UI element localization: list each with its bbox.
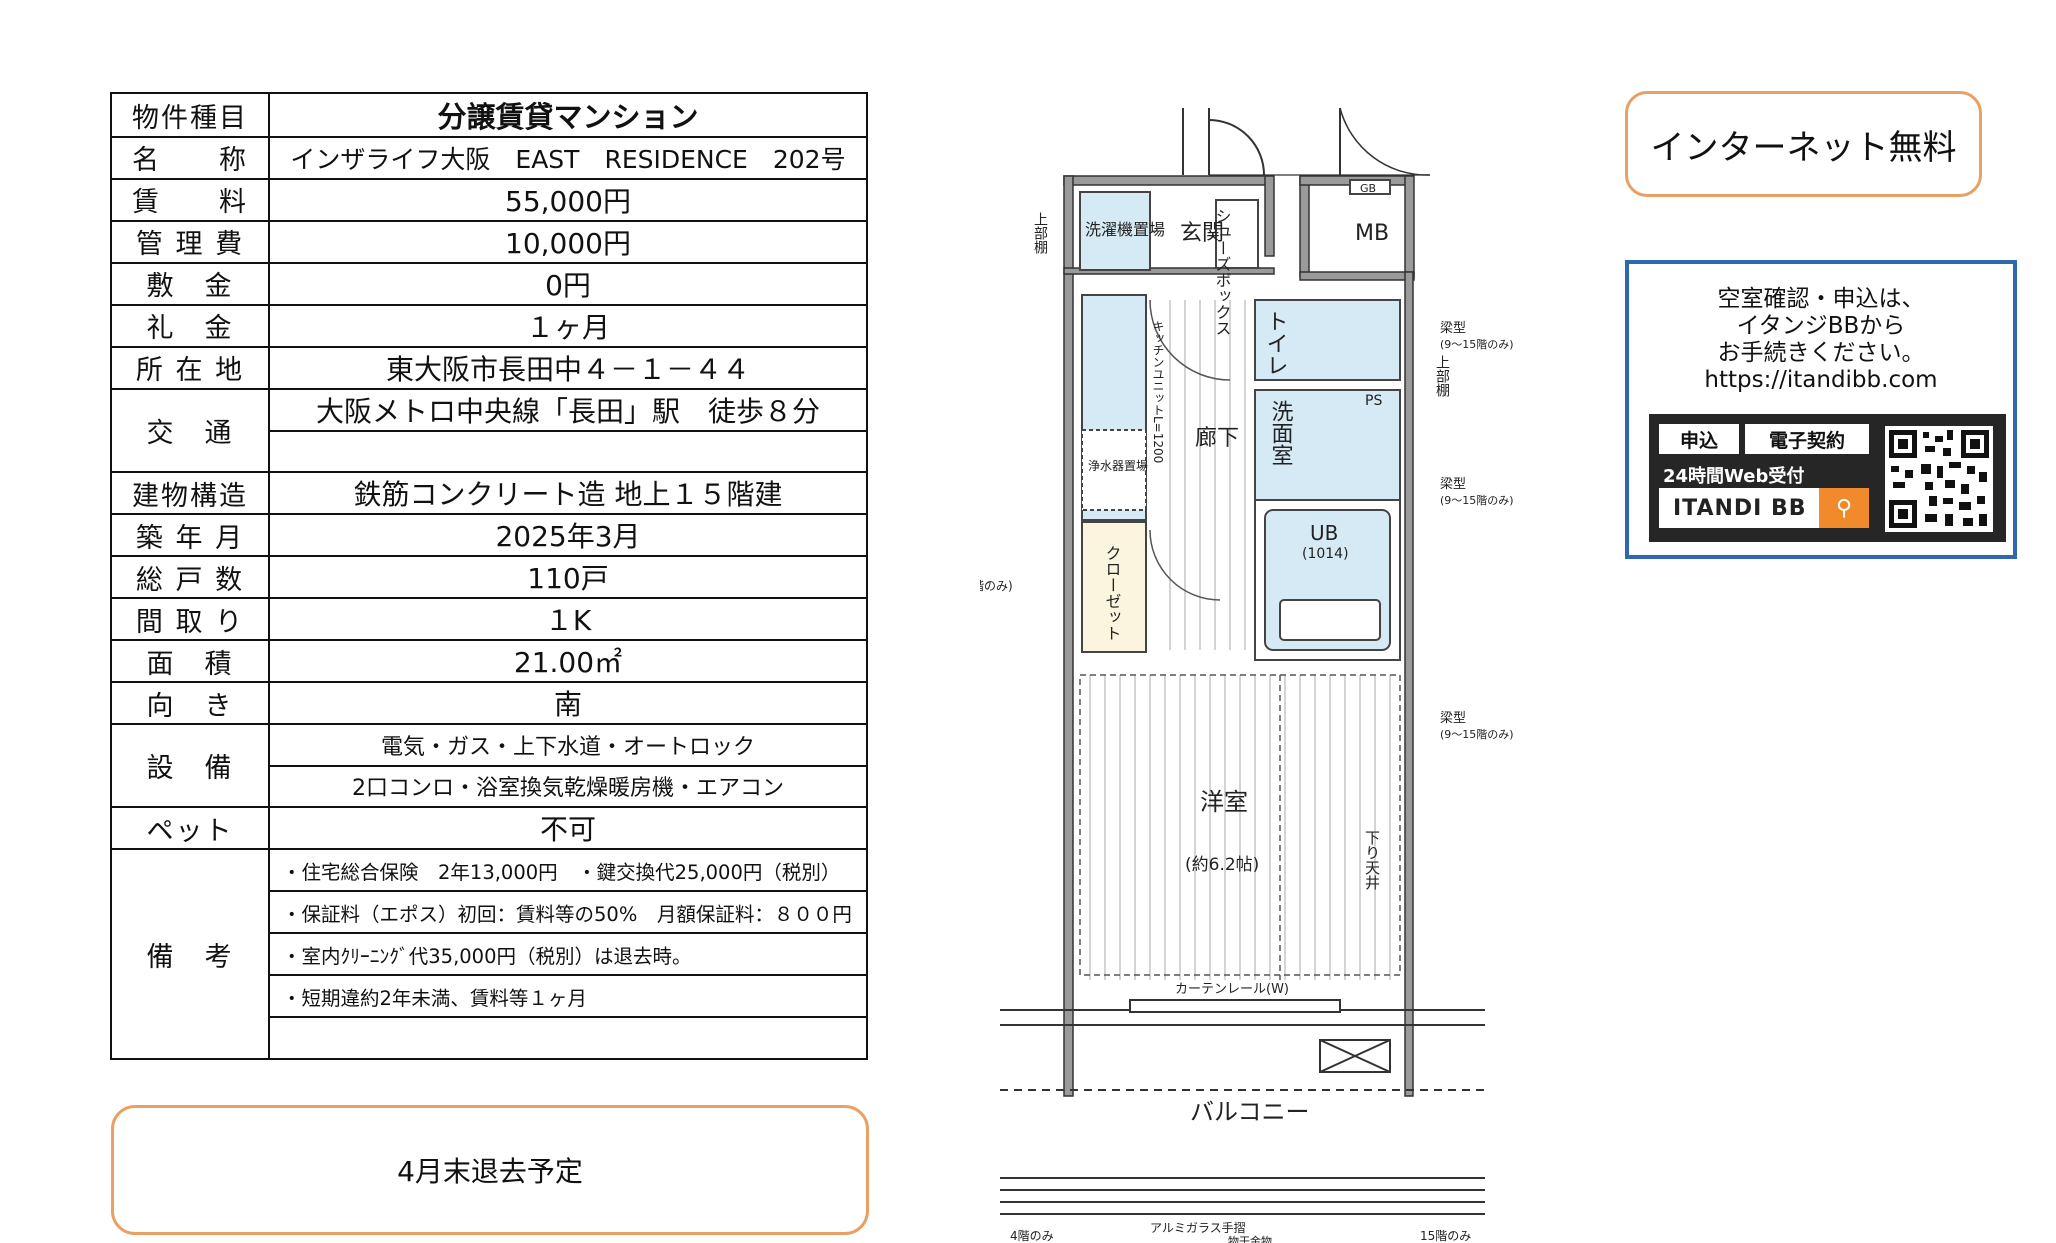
mb-label: MB: [1355, 221, 1389, 246]
lowered-ceiling-label: 下り天井: [1363, 830, 1381, 891]
note-line-3: ・室内ｸﾘｰﾆﾝｸﾞ代35,000円（税別）は退去時。: [268, 932, 868, 976]
pet-value: 不可: [268, 806, 868, 850]
shoebox-label: シューズボックス: [1213, 208, 1232, 336]
note-line-4: ・短期違約2年未満、賃料等１ヶ月: [268, 974, 868, 1018]
deposit-value: 0円: [268, 261, 868, 306]
kitchen-label: キッチンユニットL=1200: [1151, 320, 1165, 463]
structure-value: 鉄筋コンクリート造 地上１５階建: [268, 471, 868, 515]
beam-2-note: (9～15階のみ): [1440, 493, 1514, 507]
units-value: 110戸: [268, 555, 868, 599]
itandi-line-3: お手続きください。: [1717, 340, 1925, 366]
itandi-banner[interactable]: 申込 電子契約 24時間Web受付 ITANDI BB ⚲: [1649, 414, 2006, 542]
ps-label: PS: [1365, 393, 1382, 409]
move-out-note: 4月末退去予定: [111, 1105, 869, 1235]
move-out-text: 4月末退去予定: [397, 1155, 583, 1188]
internet-free-text: インターネット無料: [1650, 127, 1957, 168]
layout-label: 間 取 り: [110, 597, 270, 641]
beam-2-label: 梁型: [1440, 477, 1466, 492]
beam-3-label: 梁型: [1440, 711, 1466, 726]
address-value: 東大阪市長田中４－１－４４: [268, 345, 868, 390]
beam-1-note: (9～15階のみ): [1440, 337, 1514, 351]
keymoney-label: 礼 金: [110, 303, 270, 348]
address-label: 所 在 地: [110, 345, 270, 390]
handrail-label: アルミガラス手摺: [1150, 1220, 1246, 1235]
floor-4-note: 4階のみ: [1010, 1228, 1054, 1243]
left-floor-note: 階のみ): [980, 578, 1013, 593]
itandi-text: 空室確認・申込は、 イタンジBBから お手続きください。 https://ita…: [1629, 286, 2013, 394]
web-reception-text: 24時間Web受付: [1663, 466, 1805, 487]
note-line-2: ・保証料（エポス）初回：賃料等の50% 月額保証料：８００円: [268, 890, 868, 934]
room-label: 洋室: [1200, 788, 1248, 816]
facing-label: 向 き: [110, 681, 270, 725]
built-label: 築 年 月: [110, 513, 270, 557]
area-value: 21.00㎡: [268, 639, 868, 683]
toilet-label: トイレ: [1263, 310, 1288, 376]
corridor-label: 廊下: [1195, 426, 1239, 451]
property-spec-table: 物件種目分譲賃貸マンション 名 称インザライフ大阪 EAST RESIDENCE…: [110, 92, 868, 1060]
type-value: 分譲賃貸マンション: [268, 92, 868, 138]
curtain-rail-label: カーテンレール(W): [1175, 982, 1289, 997]
upper-shelf-right-label: 上部棚: [1434, 355, 1450, 397]
gb-label: GB: [1360, 182, 1376, 195]
floor-plan: 玄関 MB GB シューズボックス 洗濯機置場 上部棚 上部棚 トイレ 洗面室 …: [980, 107, 1514, 1243]
rent-value: 55,000円: [268, 177, 868, 222]
room-size-label: (約6.2帖): [1185, 855, 1259, 875]
itandi-line-2: イタンジBBから: [1736, 313, 1906, 339]
area-label: 面 積: [110, 639, 270, 683]
closet-label: クローゼット: [1103, 545, 1122, 641]
itandi-url[interactable]: https://itandibb.com: [1704, 367, 1938, 393]
deposit-label: 敷 金: [110, 261, 270, 306]
itandi-line-1: 空室確認・申込は、: [1717, 286, 1925, 312]
e-contract-tag: 電子契約: [1745, 424, 1869, 454]
itandi-box: 空室確認・申込は、 イタンジBBから お手続きください。 https://ita…: [1625, 260, 2017, 559]
apply-tag: 申込: [1659, 424, 1739, 454]
name-value: インザライフ大阪 EAST RESIDENCE 202号: [268, 136, 868, 180]
mgmt-value: 10,000円: [268, 219, 868, 264]
facing-value: 南: [268, 681, 868, 725]
washroom-label: 洗面室: [1268, 400, 1294, 466]
note-line-1: ・住宅総合保険 2年13,000円 ・鍵交換代25,000円（税別）: [268, 848, 868, 892]
layout-value: １K: [268, 597, 868, 641]
notes-label: 備 考: [110, 848, 270, 1060]
ub-size-label: (1014): [1302, 546, 1349, 562]
qr-code-icon: [1885, 426, 1993, 532]
internet-free-badge: インターネット無料: [1625, 91, 1982, 197]
access-value-empty: [268, 429, 868, 473]
structure-label: 建物構造: [110, 471, 270, 515]
equip-line-2: 2口コンロ・浴室換気乾燥暖房機・エアコン: [268, 764, 868, 808]
access-value: 大阪メトロ中央線「長田」駅 徒歩８分: [268, 387, 868, 432]
type-label: 物件種目: [110, 92, 270, 138]
beam-3-note: (9～15階のみ): [1440, 727, 1514, 741]
water-heater-label: 浄水器置場: [1088, 459, 1148, 473]
drying-hardware-label: 物干金物: [1228, 1234, 1272, 1243]
floor-15-note: 15階のみ: [1420, 1228, 1471, 1243]
upper-shelf-left-label: 上部棚: [1032, 212, 1048, 254]
pet-label: ペット: [110, 806, 270, 850]
entrance-label: 玄関: [1180, 221, 1224, 246]
mgmt-label: 管 理 費: [110, 219, 270, 264]
search-icon: ⚲: [1819, 488, 1869, 528]
beam-1-label: 梁型: [1440, 321, 1466, 336]
balcony-label: バルコニー: [1190, 1098, 1310, 1126]
name-label: 名 称: [110, 136, 270, 180]
ub-label: UB: [1310, 521, 1338, 545]
built-value: 2025年3月: [268, 513, 868, 557]
keymoney-value: １ヶ月: [268, 303, 868, 348]
washer-label: 洗濯機置場: [1085, 220, 1165, 239]
rent-label: 賃 料: [110, 177, 270, 222]
equip-label: 設 備: [110, 723, 270, 808]
access-label: 交 通: [110, 387, 270, 473]
units-label: 総 戸 数: [110, 555, 270, 599]
note-line-5: [268, 1016, 868, 1060]
equip-line-1: 電気・ガス・上下水道・オートロック: [268, 723, 868, 767]
